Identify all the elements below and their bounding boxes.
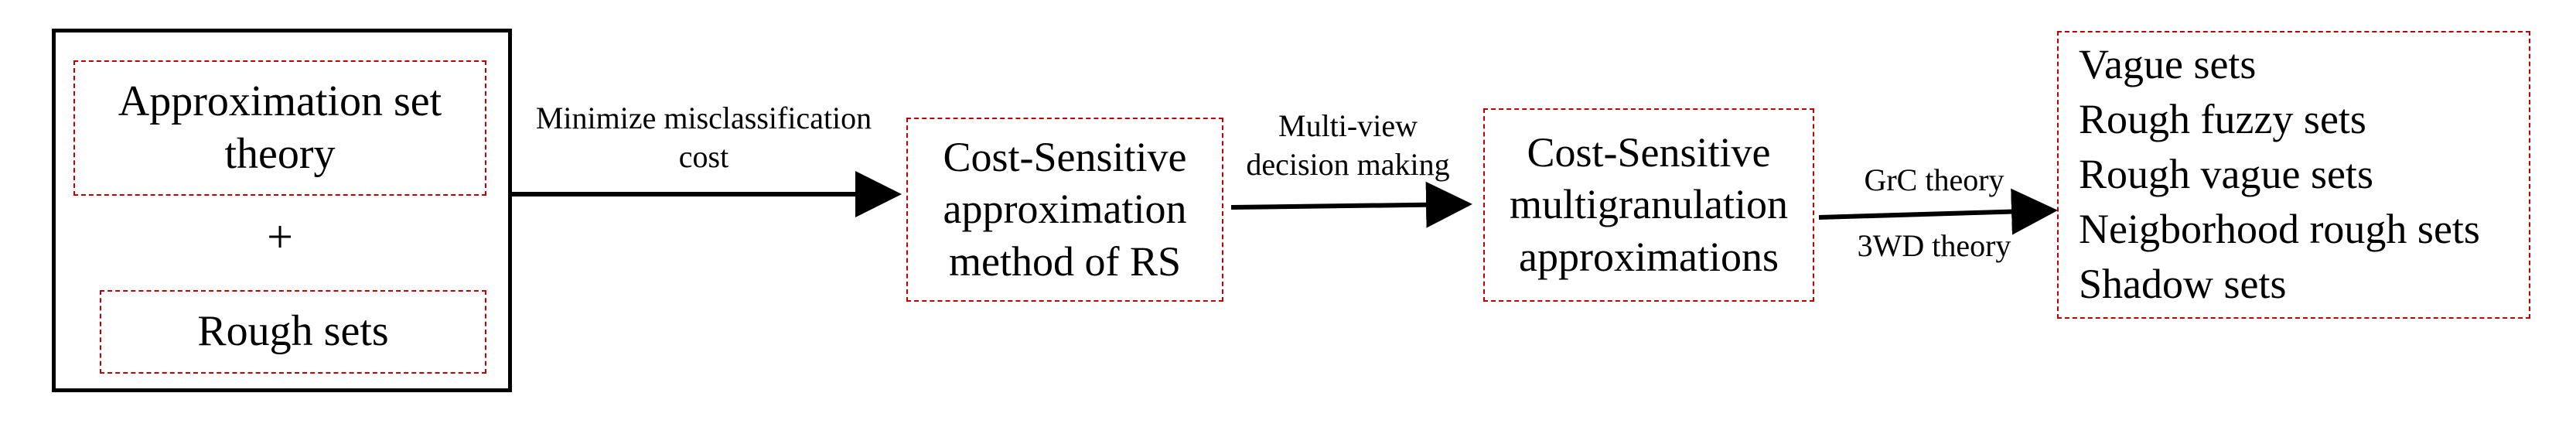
rough-sets-label: Rough sets — [197, 307, 389, 356]
result-list-box: Vague sets Rough fuzzy sets Rough vague … — [2057, 31, 2530, 319]
rough-sets-box: Rough sets — [100, 290, 486, 374]
approximation-set-theory-box: Approximation set theory — [73, 60, 486, 196]
plus-sign: + — [267, 211, 293, 262]
grc-theory-label: GrC theory — [1864, 162, 2005, 197]
3wd-theory-label: 3WD theory — [1857, 228, 2011, 263]
cost-sensitive-multigranulation-box: Cost-Sensitive multigranulation approxim… — [1483, 108, 1814, 302]
arrow-to-result-list — [1818, 188, 2058, 235]
cost-sensitive-rs-box: Cost-Sensitive approximation method of R… — [906, 118, 1223, 302]
approximation-set-theory-label: Approximation set theory — [118, 77, 442, 178]
cost-sensitive-rs-label: Cost-Sensitive approximation method of R… — [943, 133, 1187, 285]
cost-sensitive-multigranulation-label: Cost-Sensitive multigranulation approxim… — [1510, 128, 1788, 280]
list-item: Vague sets — [2079, 41, 2257, 87]
left-group-frame — [52, 29, 512, 392]
multi-view-label: Multi-view decision making — [1246, 108, 1450, 182]
list-item: Shadow sets — [2079, 261, 2287, 307]
list-item: Neigborhood rough sets — [2079, 206, 2480, 252]
minimize-cost-label: Minimize misclassification cost — [535, 101, 872, 174]
arrow-to-multigranulation — [1230, 181, 1472, 228]
list-item: Rough fuzzy sets — [2079, 96, 2366, 142]
list-item: Rough vague sets — [2079, 151, 2373, 197]
